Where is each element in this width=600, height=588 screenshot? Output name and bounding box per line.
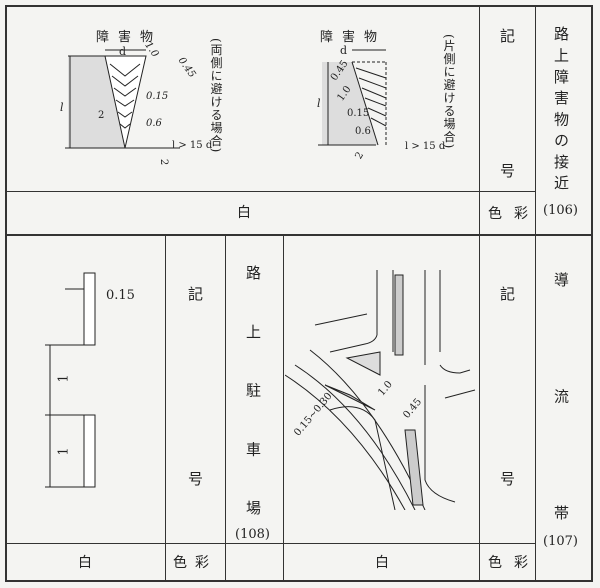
- channelizing-drawing: [285, 270, 476, 510]
- fig1-drawing: [65, 49, 180, 149]
- fig2-dim-l: l: [317, 97, 321, 110]
- fig1-label-6: 2: [158, 158, 170, 166]
- col-divider-title: [535, 5, 536, 582]
- fig2-label-3: 0.15: [347, 108, 370, 119]
- fig2-condition: l > 15 d: [405, 141, 446, 152]
- color-row-divider-bottom: [5, 543, 536, 544]
- border-right: [591, 5, 593, 582]
- col-divider-b1: [165, 235, 166, 582]
- fig2-dim-d: d: [340, 44, 348, 57]
- section-number-channel: (107): [543, 534, 578, 549]
- color-value-obstacle: 白: [237, 205, 251, 221]
- border-left: [5, 5, 7, 582]
- fig1-dim-d: d: [119, 45, 127, 58]
- fig1-label-5: 0.6: [146, 118, 162, 129]
- color-label-parking: 色彩: [173, 555, 217, 571]
- fig2-label-4: 0.6: [355, 126, 371, 137]
- color-label-channel: 色彩: [488, 555, 540, 571]
- fig1-caption: (両側に避ける場合): [209, 38, 223, 154]
- border-top: [5, 5, 593, 7]
- fig2-heading: 障害物: [320, 30, 387, 45]
- parking-drawing: [45, 272, 96, 488]
- parking-label-length: 1: [56, 447, 72, 456]
- col-divider-b3: [283, 235, 284, 582]
- fig1-dim-l: l: [60, 101, 64, 114]
- fig1-heading: 障害物: [96, 30, 163, 45]
- fig2-caption: (片側に避ける場合): [442, 34, 456, 150]
- section-title-channel: 導流帯: [552, 272, 570, 520]
- section-number-parking: (108): [235, 527, 270, 542]
- col-divider-b2: [225, 235, 226, 582]
- parking-label-gap: 1: [56, 374, 72, 383]
- section-title-parking: 路上駐車場: [244, 265, 262, 515]
- fig1-label-4: 2: [98, 110, 105, 121]
- col-divider-symbol: [479, 5, 480, 582]
- row-divider: [5, 234, 593, 236]
- color-label-obstacle: 色彩: [488, 206, 540, 222]
- symbol-label-parking: 記号: [186, 286, 204, 486]
- symbol-label-obstacle: 記号: [498, 28, 516, 178]
- border-bottom: [5, 580, 593, 582]
- fig2-drawing: [318, 49, 387, 146]
- symbol-label-channel: 記号: [498, 286, 516, 486]
- section-title-obstacle: 路上障害物の接近: [552, 26, 570, 190]
- fig1-condition: l > 15 d: [172, 140, 213, 151]
- color-value-channel: 白: [375, 555, 389, 571]
- parking-label-width: 0.15: [106, 288, 135, 303]
- fig1-label-3: 0.15: [146, 91, 169, 102]
- color-row-divider-top: [5, 191, 536, 192]
- color-value-parking: 白: [78, 555, 92, 571]
- section-number-obstacle: (106): [543, 203, 578, 218]
